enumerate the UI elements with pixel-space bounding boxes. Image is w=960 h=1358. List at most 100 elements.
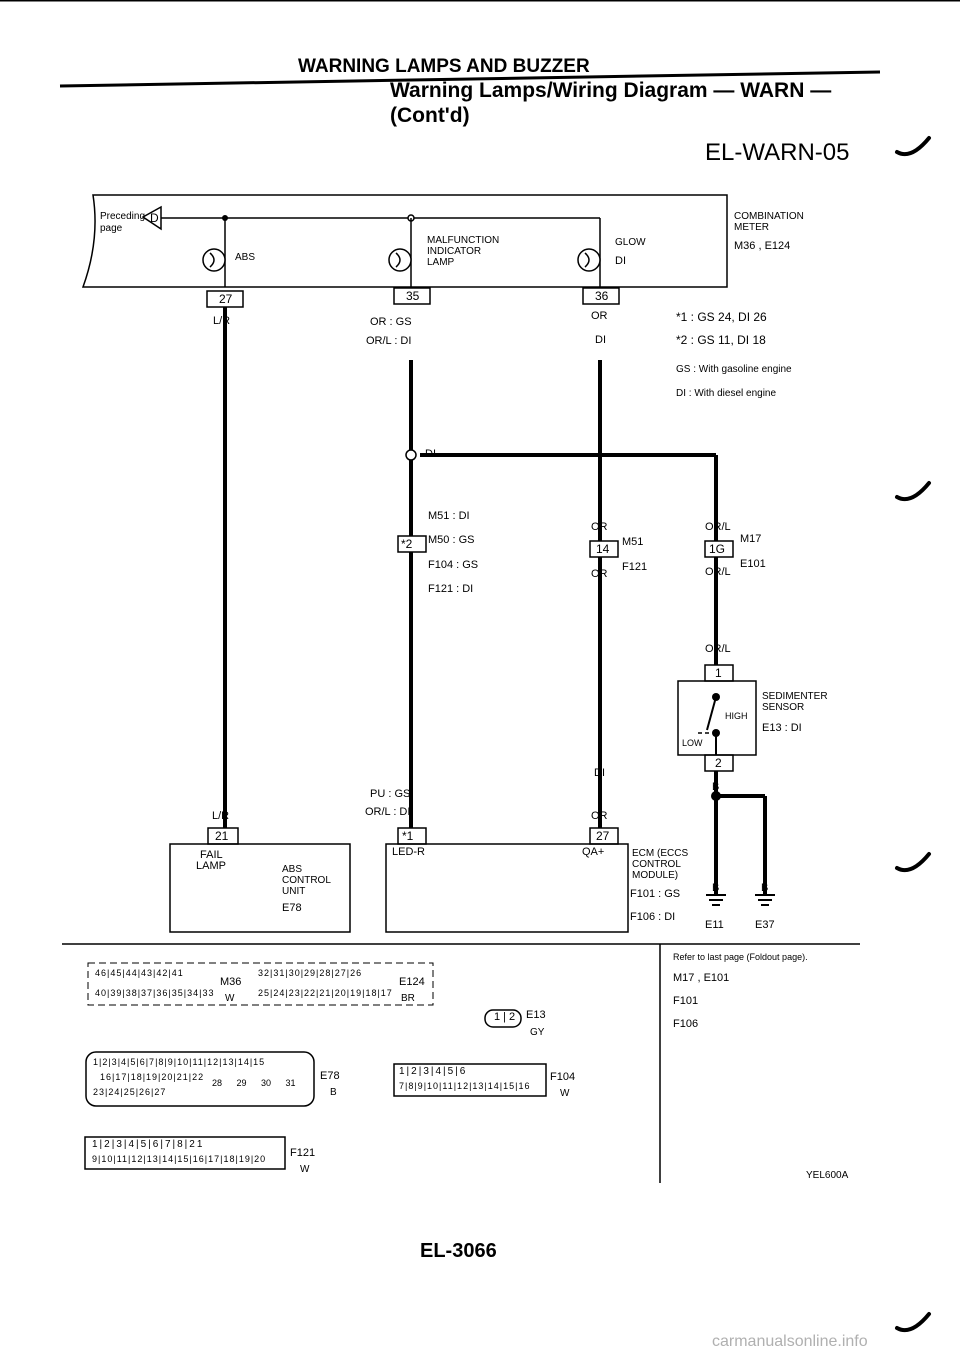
sedimenter-label: SEDIMENTER xyxy=(762,691,828,702)
ecm-label: ECM (ECCS xyxy=(632,848,689,859)
e13-connector-frame xyxy=(484,1009,522,1028)
connector-label: F121 : DI xyxy=(428,583,474,595)
combination-meter-box xyxy=(81,194,728,288)
wire-color-label: OR xyxy=(591,810,608,822)
wire-color-label: B xyxy=(712,781,720,793)
malfunction-label-3: LAMP xyxy=(427,257,455,268)
f104-color: W xyxy=(560,1088,570,1099)
e78-pins-row2: 16|17|18|19|20|21|22 xyxy=(100,1072,205,1082)
fail-lamp-label: FAIL xyxy=(200,849,223,861)
note-star1: *1 : GS 24, DI 26 xyxy=(676,310,767,324)
connector-label: E101 xyxy=(740,558,766,570)
e13-label: E13 xyxy=(526,1009,546,1021)
e13-color: GY xyxy=(530,1027,545,1038)
f121-pins-row1: 1|2|3|4|5|6|7|8|21 xyxy=(92,1139,205,1150)
pin-label: 1G xyxy=(709,542,726,556)
wire-color-label: OR/L xyxy=(705,643,731,655)
pin-label: 27 xyxy=(219,292,233,306)
ecm-label-3: MODULE) xyxy=(632,870,679,881)
diagram-title-contd: (Cont'd) xyxy=(390,104,470,127)
connector-label: M51 xyxy=(622,536,644,548)
e124-label: E124 xyxy=(399,976,425,988)
f104-connector-frame xyxy=(393,1063,547,1097)
wire-color-label: OR xyxy=(591,310,608,322)
header-rule xyxy=(59,70,881,88)
meter-pins xyxy=(206,287,620,308)
e78-pins-row3: 23|24|25|26|27 xyxy=(93,1087,167,1097)
pin-label: 36 xyxy=(595,289,609,303)
m36-color: W xyxy=(225,993,235,1004)
note-star2: *2 : GS 11, DI 18 xyxy=(676,333,766,347)
refer-connector: M17 , E101 xyxy=(673,972,730,984)
abs-unit-label: ABS xyxy=(282,864,303,875)
f121-color: W xyxy=(300,1164,310,1175)
wire-color-label: OR/L xyxy=(705,566,731,578)
wire-color-label: PU : GS xyxy=(370,788,411,800)
abs-unit-label-3: UNIT xyxy=(282,886,306,897)
harness-connector-pins xyxy=(207,535,734,845)
f121-pins-row2: 9|10|11|12|13|14|15|16|17|18|19|20 xyxy=(92,1154,267,1164)
led-r-label: LED-R xyxy=(392,846,426,858)
wire-color-label: OR/L : DI xyxy=(366,335,412,347)
meter-connectors: M36 , E124 xyxy=(734,240,791,252)
connector-label: F104 : GS xyxy=(428,559,479,571)
harness-wires xyxy=(223,307,767,895)
sensor-high-label: HIGH xyxy=(725,711,748,721)
lamp-icon xyxy=(202,248,601,272)
sedimenter-label-2: SENSOR xyxy=(762,702,805,713)
abs-unit-connector: E78 xyxy=(282,902,302,914)
glow-tag: DI xyxy=(615,255,626,267)
abs-control-unit-box xyxy=(169,843,351,933)
f104-label: F104 xyxy=(550,1071,576,1083)
connector-label: F121 xyxy=(622,561,648,573)
ground-connector: E11 xyxy=(705,919,724,931)
figure-id: YEL600A xyxy=(806,1170,849,1181)
f121-connector-frame xyxy=(84,1136,286,1170)
glow-label: GLOW xyxy=(615,237,646,248)
m36-pins-row1: 46|45|44|43|42|41 xyxy=(95,968,184,978)
pin-label: *1 xyxy=(402,829,414,843)
e78-color: B xyxy=(330,1087,337,1098)
preceding-connector-id: D xyxy=(150,211,159,225)
connector-label: M51 : DI xyxy=(428,510,470,522)
sensor-low-label: LOW xyxy=(682,738,703,748)
refer-text: Refer to last page (Foldout page). xyxy=(673,952,808,962)
margin-check-marks xyxy=(895,136,931,1333)
ground-connector: E37 xyxy=(755,919,775,931)
abs-unit-label-2: CONTROL xyxy=(282,875,331,886)
preceding-label-2: page xyxy=(100,223,123,234)
ecm-box xyxy=(385,843,629,933)
note-di: DI : With diesel engine xyxy=(676,388,777,399)
f104-pins-row1: 1|2|3|4|5|6 xyxy=(399,1066,468,1077)
ecm-connector: F101 : GS xyxy=(630,888,681,900)
fail-lamp-label-2: LAMP xyxy=(196,860,226,872)
wire-color-label: OR xyxy=(591,568,608,580)
m36-e124-connector-frame xyxy=(87,962,434,1006)
e13-pins: 1|2 xyxy=(494,1011,519,1023)
e124-color: BR xyxy=(401,993,415,1004)
pin-label: 1 xyxy=(715,666,722,680)
wire-color-label: DI xyxy=(594,767,605,779)
pin-label: *2 xyxy=(401,537,413,551)
wire-color-label: L/R xyxy=(213,315,231,327)
qa-plus-label: QA+ xyxy=(582,846,605,858)
wire-color-label: B xyxy=(712,882,720,894)
connector-label: M17 xyxy=(740,533,762,545)
section-title: WARNING LAMPS AND BUZZER xyxy=(298,56,590,77)
ground-icon xyxy=(706,894,775,906)
diagram-title: Warning Lamps/Wiring Diagram — WARN — xyxy=(390,79,832,102)
wire-color-label: OR : GS xyxy=(370,316,412,328)
pin-label: 27 xyxy=(596,829,610,843)
diagram-code: EL-WARN-05 xyxy=(705,139,850,166)
m36-pins-row2: 40|39|38|37|36|35|34|33 xyxy=(95,988,215,998)
wire-color-label: OR/L xyxy=(705,521,731,533)
preceding-label: Preceding xyxy=(100,211,146,222)
wire-color-label: OR xyxy=(591,521,608,533)
f104-pins-row2: 7|8|9|10|11|12|13|14|15|16 xyxy=(399,1081,531,1091)
page-number: EL-3066 xyxy=(420,1240,497,1262)
refer-connector: F106 xyxy=(673,1018,699,1030)
abs-lamp-label: ABS xyxy=(235,252,256,263)
wire-color-label: B xyxy=(761,882,769,894)
e78-label: E78 xyxy=(320,1070,340,1082)
